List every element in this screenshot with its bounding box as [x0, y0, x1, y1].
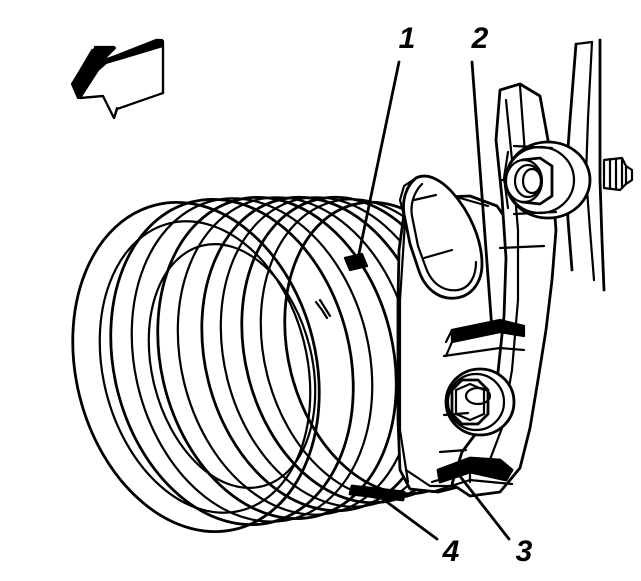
upper-hex-bolt [502, 140, 592, 220]
lower-hex-bolt [438, 367, 516, 454]
threaded-stud [602, 156, 634, 192]
callout-1-number: 1 [399, 22, 416, 55]
direction-arrow [70, 38, 165, 120]
callout-3: 3 [450, 464, 533, 568]
callout-1: 1 [354, 22, 416, 270]
callout-2-number: 2 [471, 22, 489, 55]
callout-4-leader [374, 492, 439, 541]
callout-group: 1 2 3 4 [354, 22, 533, 568]
callout-3-number: 3 [516, 535, 533, 568]
callout-2-leader [470, 60, 494, 332]
callout-4-number: 4 [442, 535, 460, 568]
callout-4: 4 [374, 492, 460, 568]
teardrop-tab-lug [398, 174, 484, 300]
callout-3-leader [450, 464, 511, 541]
callout-2: 2 [470, 22, 494, 332]
callout-1-leader [354, 60, 401, 270]
